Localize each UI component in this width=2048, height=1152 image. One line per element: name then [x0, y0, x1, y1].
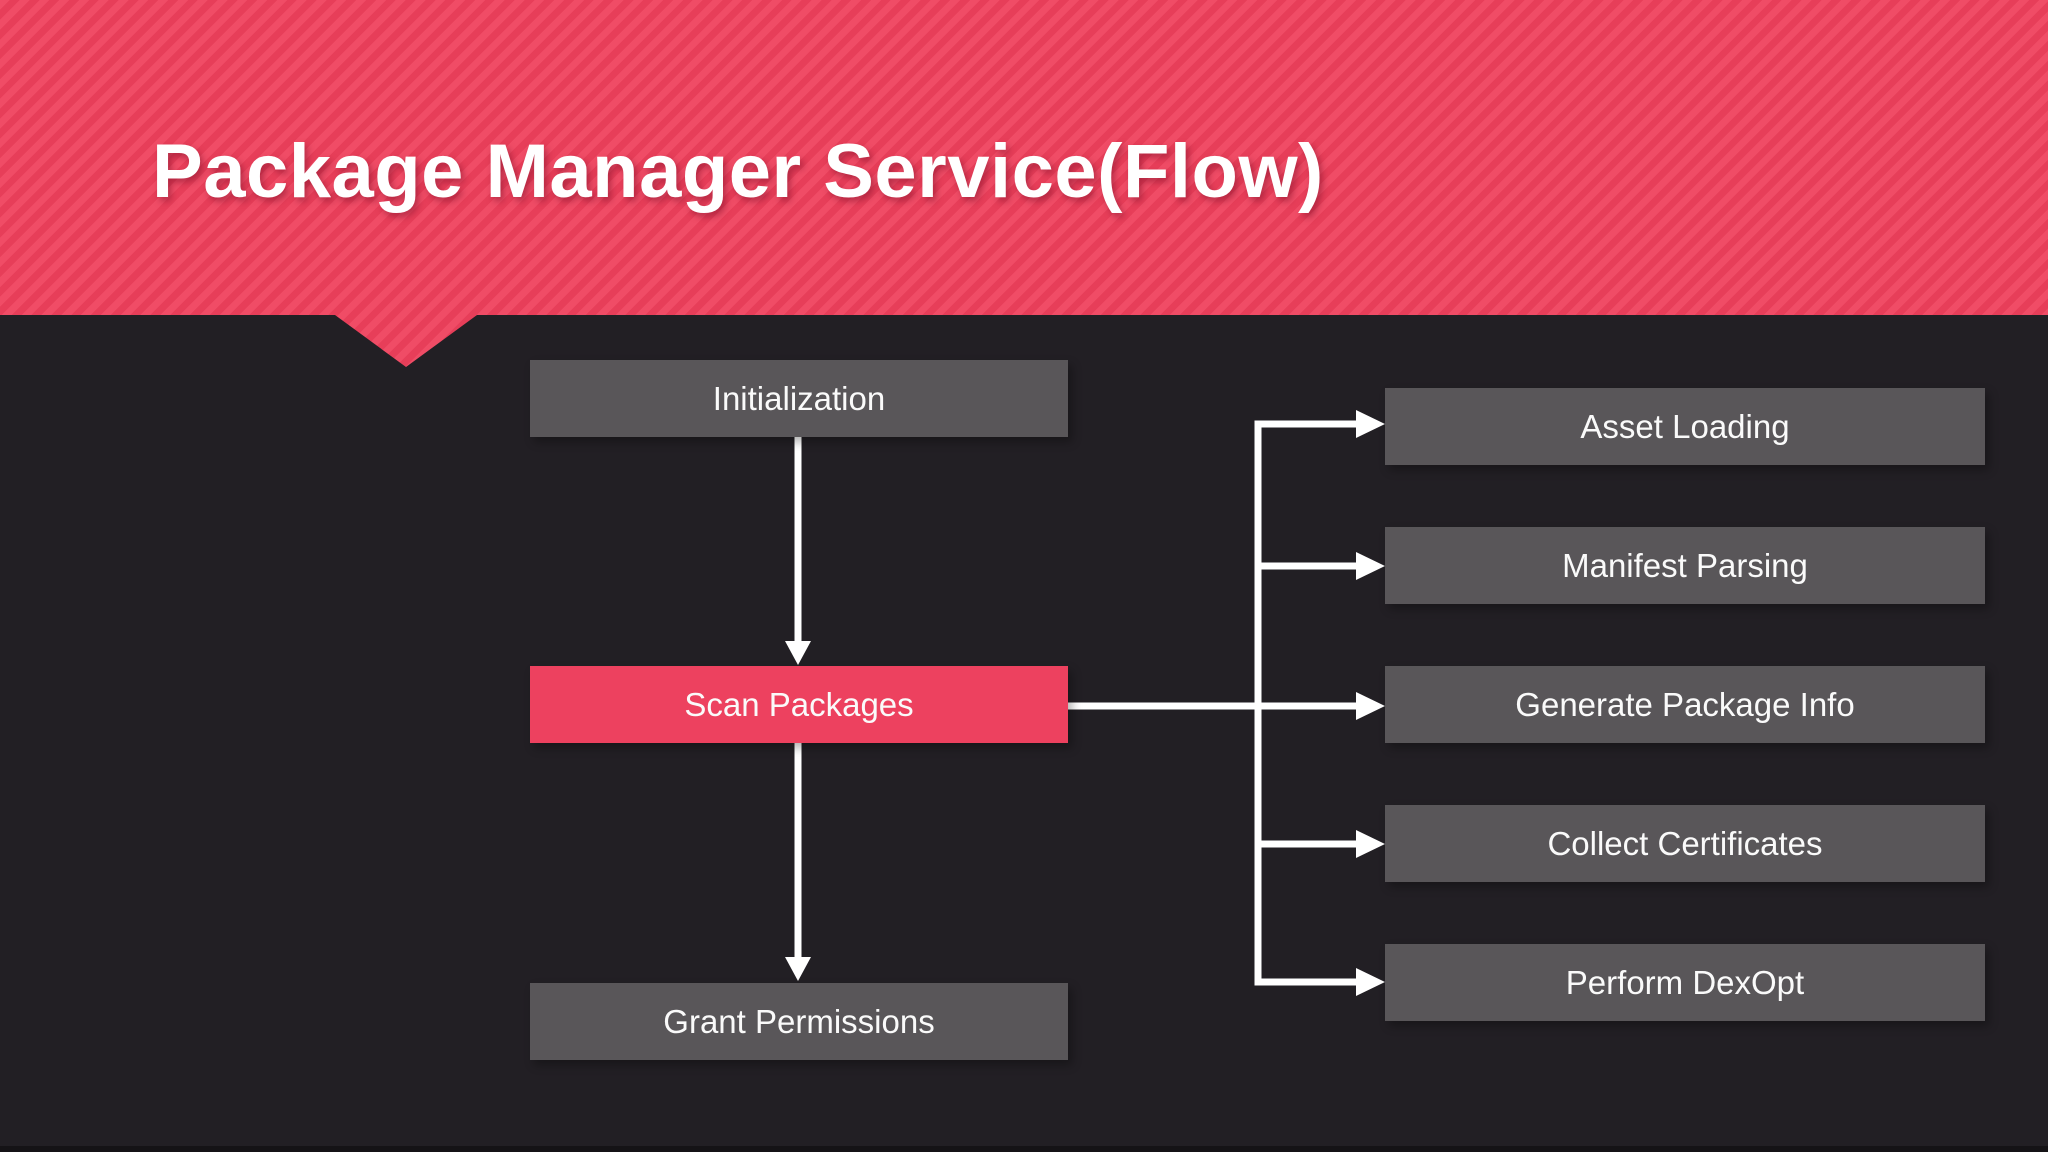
flow-node-asset-loading: Asset Loading	[1385, 388, 1985, 465]
branch-trunk	[1254, 420, 1356, 986]
flow-node-initialization: Initialization	[530, 360, 1068, 437]
arrowhead-generate-package-info	[1356, 692, 1385, 720]
arrowhead-perform-dexopt	[1356, 968, 1385, 996]
flow-node-perform-dexopt: Perform DexOpt	[1385, 944, 1985, 1021]
arrowhead-down-grant	[785, 957, 811, 981]
page-title: Package Manager Service(Flow)	[152, 129, 1324, 214]
arrowhead-down-scan	[785, 641, 811, 665]
arrowhead-asset-loading	[1356, 410, 1385, 438]
flow-node-collect-certificates: Collect Certificates	[1385, 805, 1985, 882]
bottom-edge	[0, 1146, 2048, 1152]
flow-node-scan-packages: Scan Packages	[530, 666, 1068, 743]
arrowhead-collect-certificates	[1356, 830, 1385, 858]
flow-node-grant-permissions: Grant Permissions	[530, 983, 1068, 1060]
arrowhead-manifest-parsing	[1356, 552, 1385, 580]
header-banner	[0, 0, 2048, 367]
flow-node-generate-package-info: Generate Package Info	[1385, 666, 1985, 743]
flow-node-manifest-parsing: Manifest Parsing	[1385, 527, 1985, 604]
